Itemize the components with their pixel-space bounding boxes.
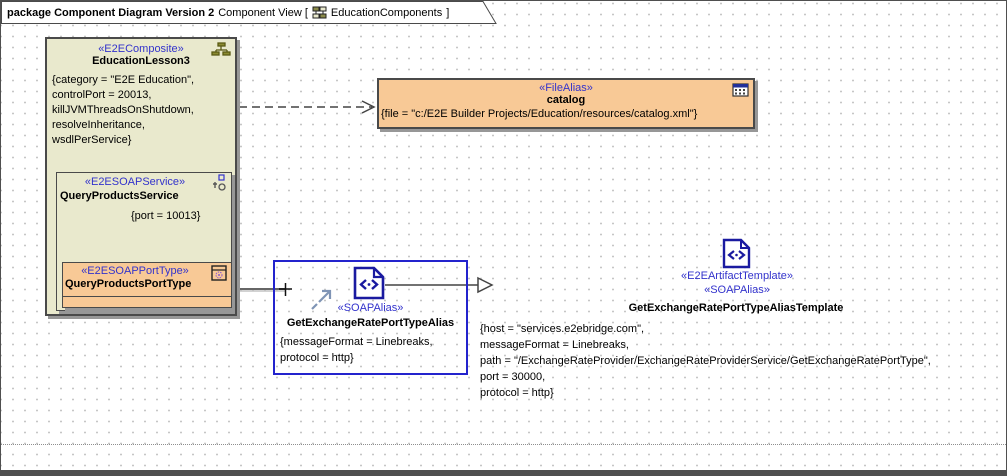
diagram-frame-tab: package Component Diagram Version 2 Comp… — [1, 1, 501, 25]
lesson-property: killJVMThreadsOnShutdown, — [52, 104, 194, 116]
alias-stereotype: «SOAPAlias» — [337, 302, 404, 314]
catalog-name: catalog — [546, 94, 586, 106]
alias-property: {messageFormat = Linebreaks, — [280, 336, 433, 348]
tab-close-bracket: ] — [446, 6, 450, 19]
lesson-name: EducationLesson3 — [92, 55, 190, 67]
xml-document-icon — [722, 238, 751, 269]
port-type-icon — [211, 265, 227, 281]
tab-diagram-name[interactable]: EducationComponents — [330, 6, 443, 19]
template-property: path = "/ExchangeRateProvider/ExchangeRa… — [480, 355, 931, 367]
component-diagram-icon — [312, 6, 327, 19]
porttype-name: QueryProductsPortType — [65, 278, 192, 290]
service-port-property: {port = 10013} — [131, 210, 201, 222]
tab-package-label: package Component Diagram Version 2 — [7, 6, 215, 19]
file-table-icon — [732, 83, 749, 97]
alias-name: GetExchangeRatePortTypeAlias — [286, 317, 455, 329]
catalog-stereotype: «FileAlias» — [539, 82, 593, 94]
porttype-link-connector[interactable] — [233, 283, 292, 296]
xml-document-icon — [353, 266, 385, 300]
template-stereotype-1: «E2EArtifactTemplate» — [681, 270, 793, 282]
service-stereotype: «E2ESOAPService» — [84, 176, 186, 188]
template-property: port = 30000, — [480, 371, 546, 383]
soap-service-icon — [213, 174, 226, 191]
dependency-connector[interactable] — [239, 100, 376, 114]
composite-structure-icon — [211, 42, 231, 56]
template-property: messageFormat = Linebreaks, — [480, 339, 629, 351]
link-cursor-icon — [311, 289, 332, 310]
tab-shape — [1, 1, 497, 24]
template-property: {host = "services.e2ebridge.com", — [480, 323, 645, 335]
catalog-file-alias[interactable]: «FileAlias» catalog {file = "c:/E2E Buil… — [377, 78, 755, 129]
template-name: GetExchangeRatePortTypeAliasTemplate — [628, 302, 844, 314]
soap-alias-selection-frame[interactable] — [273, 260, 468, 375]
lesson-property: {category = "E2E Education", — [52, 74, 195, 86]
lesson-stereotype: «E2EComposite» — [98, 43, 184, 55]
lesson-property: wsdlPerService} — [52, 134, 132, 146]
get-exchange-rate-port-type-alias[interactable]: «SOAPAlias» GetExchangeRatePortTypeAlias… — [273, 260, 468, 375]
tab-view-label: Component View [ — [218, 6, 308, 19]
window-bottom-edge — [1, 470, 1006, 475]
alias-property: protocol = http} — [280, 352, 354, 364]
template-property: protocol = http} — [480, 387, 554, 399]
porttype-stereotype: «E2ESOAPPortType» — [81, 265, 189, 277]
query-products-port-type[interactable]: «E2ESOAPPortType» QueryProductsPortType — [62, 262, 232, 308]
service-name: QueryProductsService — [60, 190, 179, 202]
template-stereotype-2: «SOAPAlias» — [704, 284, 770, 296]
get-exchange-rate-port-type-alias-template[interactable]: «E2EArtifactTemplate» «SOAPAlias» GetExc… — [471, 236, 1001, 401]
catalog-file-property: {file = "c:/E2E Builder Projects/Educati… — [381, 108, 698, 120]
lesson-property: controlPort = 20013, — [52, 89, 152, 101]
porttype-compartment-divider — [63, 296, 231, 297]
page-break-line — [1, 444, 1006, 445]
generalization-connector[interactable] — [385, 276, 494, 294]
lesson-property: resolveInheritance, — [52, 119, 145, 131]
